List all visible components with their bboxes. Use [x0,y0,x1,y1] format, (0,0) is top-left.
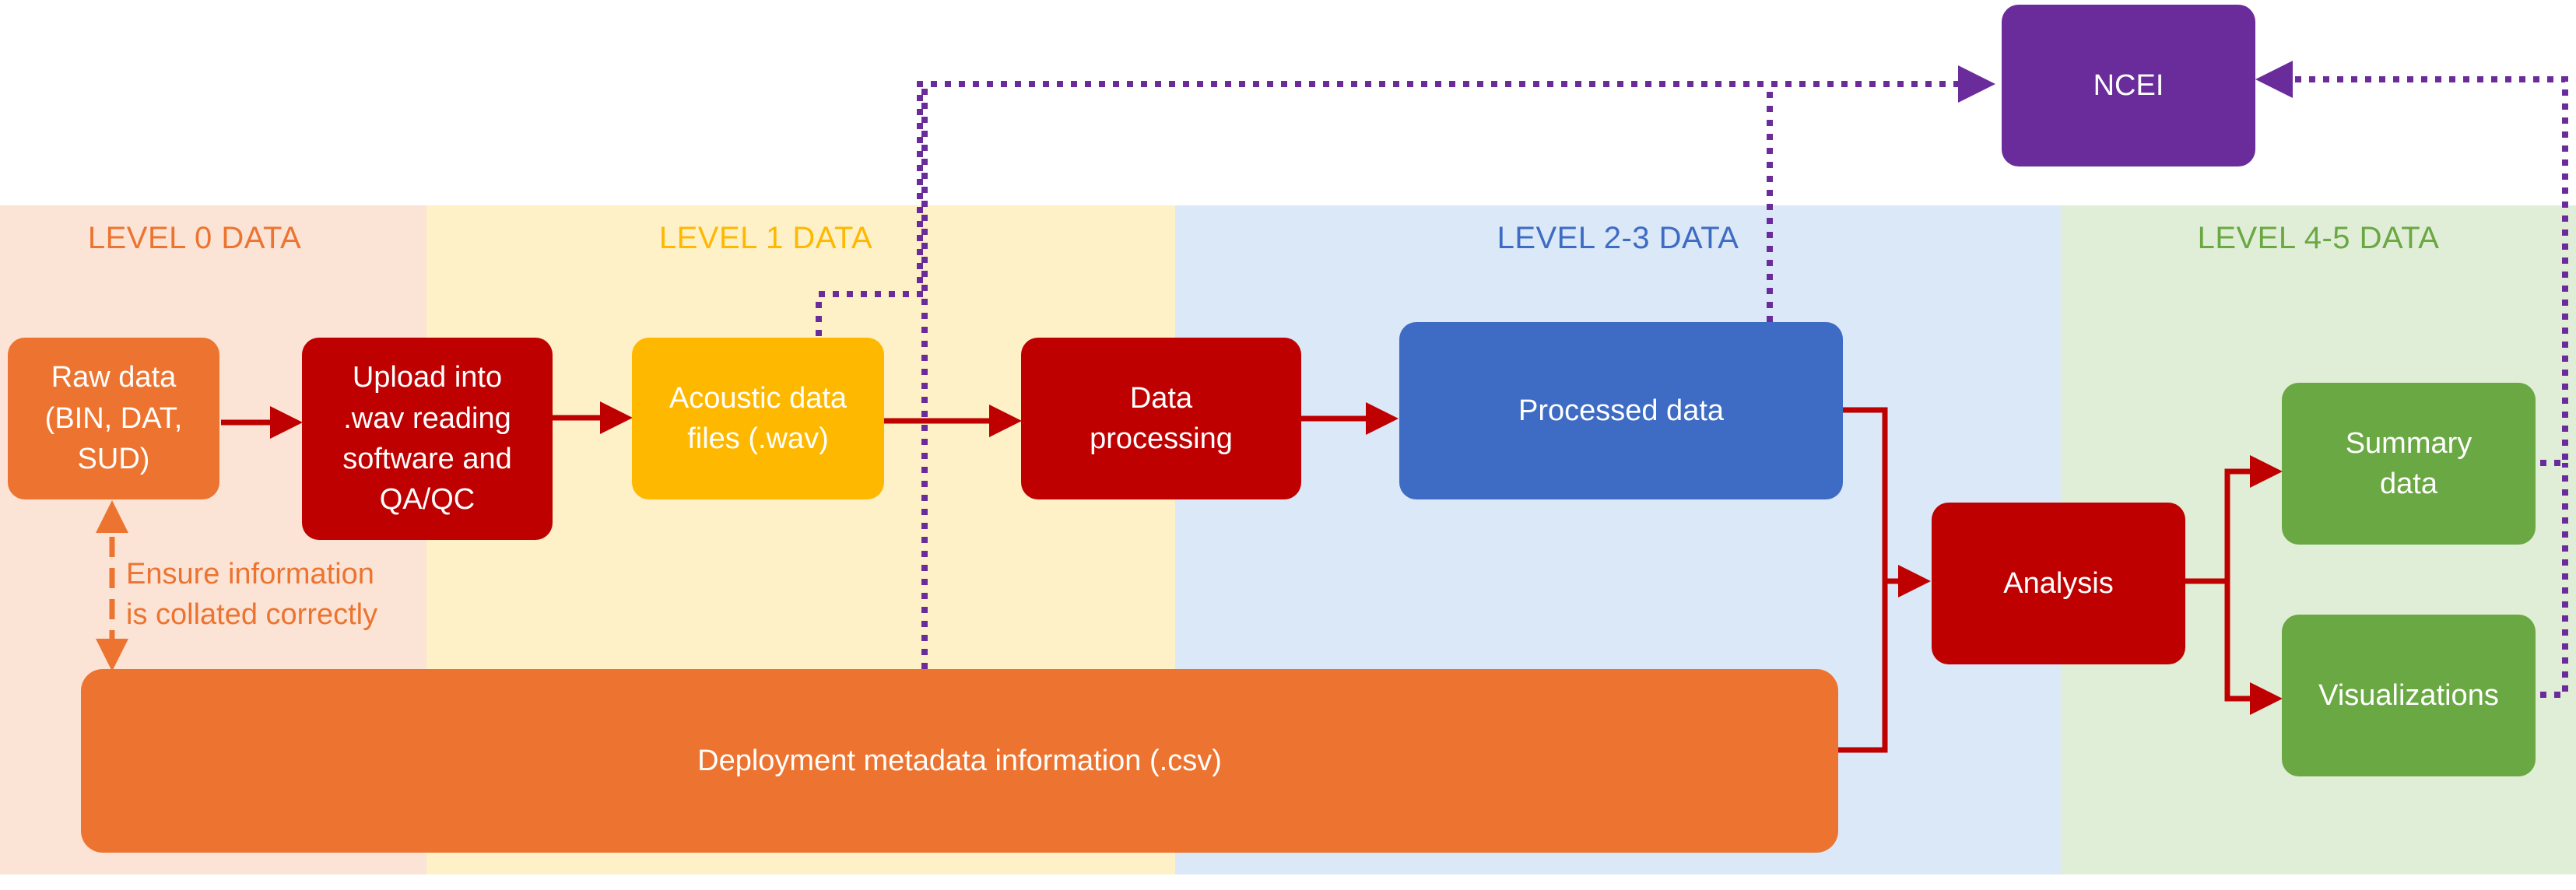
deployment-metadata-box: Deployment metadata information (.csv) [81,669,1838,853]
level-1-title: LEVEL 1 DATA [658,221,873,255]
upload-qaqc-box: Upload into .wav reading software and QA… [302,338,553,540]
level-4-5-title: LEVEL 4-5 DATA [2197,221,2440,255]
processed-data-box: Processed data [1399,322,1843,499]
level-0-title: LEVEL 0 DATA [87,221,302,255]
products-to-ncei-link [2255,61,2568,466]
acoustic-files-box: Acoustic data files (.wav) [632,338,884,499]
analysis-to-visualizations-arrow [2224,581,2283,715]
raw-data-box: Raw data (BIN, DAT, SUD) [8,338,219,499]
analysis-to-summary-arrow [2185,455,2283,584]
processed-to-analysis-arrow [1843,407,1888,581]
level-2-3-title: LEVEL 2-3 DATA [1497,221,1739,255]
collation-note: Ensure information is collated correctly [126,558,378,632]
metadata-to-analysis-arrow [1838,565,1931,753]
analysis-box: Analysis [1932,503,2185,664]
acoustic-to-ncei-link [816,65,1995,336]
ncei-box: NCEI [2002,5,2255,166]
summary-data-box: Summary data [2282,383,2536,545]
visualizations-box: Visualizations [2282,615,2536,776]
data-processing-box: Data processing [1021,338,1301,499]
